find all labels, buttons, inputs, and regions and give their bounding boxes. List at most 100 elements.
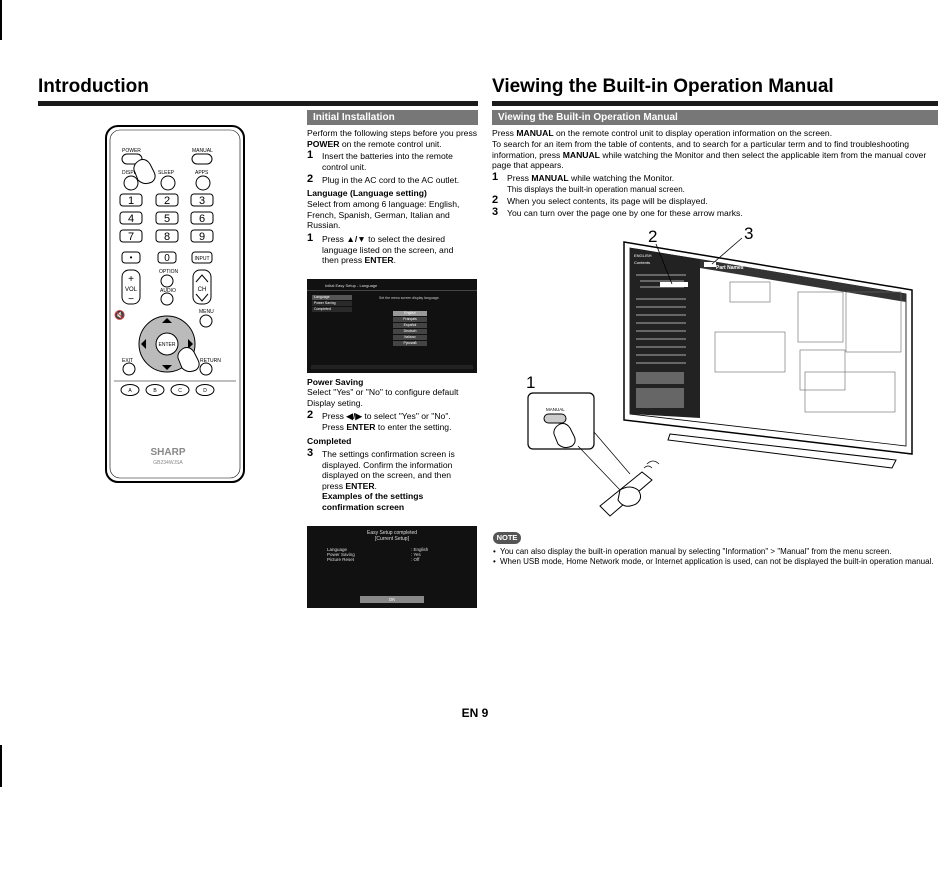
screen1-menu-item[interactable]: Language bbox=[312, 295, 352, 300]
menu-label: MENU bbox=[199, 309, 214, 315]
tv-header-band bbox=[700, 259, 906, 302]
tv-contents-label: Contents bbox=[634, 260, 650, 265]
callout-1: 1 bbox=[526, 373, 535, 392]
screen1-header: Initial Easy Setup - Language bbox=[325, 283, 378, 288]
callout-3: 3 bbox=[744, 224, 753, 243]
option-label: OPTION bbox=[159, 269, 179, 275]
zero-button-label: 0 bbox=[164, 253, 170, 264]
tv-prev-arrow-icon bbox=[704, 262, 710, 267]
ch-label: CH bbox=[198, 287, 207, 293]
screen1-language-option[interactable]: Русский bbox=[393, 341, 427, 346]
screen1-menu-item[interactable]: Completed bbox=[312, 307, 352, 312]
manual-paragraph-2: To search for an item from the table of … bbox=[492, 139, 927, 171]
digit-label-5: 5 bbox=[164, 213, 170, 225]
arrow-right-icon bbox=[188, 339, 193, 349]
language-text: Select from among 6 language: English, F… bbox=[307, 199, 460, 231]
digit-button-7[interactable] bbox=[119, 229, 143, 243]
examples-label: Examples of the settings confirmation sc… bbox=[322, 491, 424, 512]
digit-label-6: 6 bbox=[199, 213, 205, 225]
digit-label-8: 8 bbox=[164, 231, 170, 243]
power-saving-heading: Power Saving bbox=[307, 377, 364, 387]
digit-label-3: 3 bbox=[199, 195, 205, 207]
color-button-a[interactable] bbox=[120, 384, 140, 396]
audio-button[interactable] bbox=[160, 292, 174, 306]
digit-button-1[interactable] bbox=[119, 193, 143, 207]
return-button[interactable] bbox=[199, 362, 213, 376]
tv-manual-illustration: ENGLISH Contents Part Names 2 3 1 MANUAL bbox=[526, 224, 913, 517]
screen1-menu-item[interactable]: Power Saving bbox=[312, 301, 352, 306]
power-saving-text: Select "Yes" or "No" to configure defaul… bbox=[307, 387, 459, 408]
volume-rocker[interactable] bbox=[121, 269, 141, 305]
screen1-language-option[interactable]: Deutsch bbox=[393, 329, 427, 334]
section-title-introduction: Introduction bbox=[38, 76, 149, 97]
signal-waves-icon bbox=[643, 460, 660, 469]
tv-selected-item bbox=[660, 282, 688, 287]
crop-mark-bottom bbox=[0, 745, 2, 787]
inset-manual-label: MANUAL bbox=[546, 407, 565, 412]
color-button-c[interactable] bbox=[170, 384, 190, 396]
completed-heading: Completed bbox=[307, 436, 352, 446]
screen2-setting-label: Language bbox=[327, 547, 348, 552]
screen2-setting-row: Picture Reset: Off bbox=[327, 557, 462, 562]
screen2-setting-value: : Yes bbox=[411, 552, 421, 557]
digit-label-2: 2 bbox=[164, 195, 170, 207]
sleep-button[interactable] bbox=[160, 175, 176, 191]
screen1-language-option[interactable]: Italiano bbox=[393, 335, 427, 340]
screen2-title: Easy Setup completed bbox=[366, 530, 418, 536]
vol-label: VOL bbox=[125, 287, 138, 293]
inset-manual-button[interactable] bbox=[543, 413, 567, 424]
tv-stand bbox=[667, 433, 897, 469]
color-button-d[interactable] bbox=[195, 384, 215, 396]
digit-button-9[interactable] bbox=[190, 229, 214, 243]
screen2-setting-label: Power Saving bbox=[327, 552, 355, 557]
section-title-manual: Viewing the Built-in Operation Manual bbox=[492, 76, 834, 97]
screen1-language-option[interactable]: Español bbox=[393, 323, 427, 328]
manual-button[interactable] bbox=[191, 153, 213, 165]
enter-button[interactable] bbox=[155, 332, 179, 356]
audio-label: AUDIO bbox=[160, 288, 176, 294]
color-button-b[interactable] bbox=[145, 384, 165, 396]
sleep-label: SLEEP bbox=[158, 170, 175, 176]
digit-button-6[interactable] bbox=[190, 211, 214, 225]
channel-up-icon bbox=[195, 274, 209, 283]
color-button-label-c: C bbox=[178, 388, 182, 394]
color-button-label-a: A bbox=[128, 388, 132, 394]
screen2-ok-button[interactable]: OK bbox=[360, 596, 424, 603]
tv-language-label: ENGLISH bbox=[634, 253, 652, 258]
screen2-setting-value: : Off bbox=[411, 557, 420, 562]
band-viewing-manual: Viewing the Built-in Operation Manual bbox=[492, 110, 938, 125]
arrow-left-icon bbox=[141, 339, 146, 349]
menu-button[interactable] bbox=[199, 314, 213, 328]
digit-button-2[interactable] bbox=[155, 193, 179, 207]
digit-label-9: 9 bbox=[199, 231, 205, 243]
digit-button-5[interactable] bbox=[155, 211, 179, 225]
language-heading: Language (Language setting) bbox=[307, 188, 427, 198]
digit-button-8[interactable] bbox=[155, 229, 179, 243]
return-label: RETURN bbox=[200, 358, 221, 364]
screen1-language-option[interactable]: English bbox=[393, 311, 427, 316]
digit-button-4[interactable] bbox=[119, 211, 143, 225]
screen1-language-option[interactable]: Français bbox=[393, 317, 427, 322]
digit-label-4: 4 bbox=[128, 213, 134, 225]
page-number: EN 9 bbox=[461, 706, 489, 720]
screen2-subtitle: [Current Setup] bbox=[375, 536, 409, 542]
volume-down-icon: − bbox=[128, 294, 134, 305]
hand-pointer-icon-enter bbox=[177, 347, 200, 373]
display-button[interactable] bbox=[123, 175, 139, 191]
digit-button-3[interactable] bbox=[190, 193, 214, 207]
apps-label: APPS bbox=[195, 170, 209, 176]
zero-button[interactable] bbox=[157, 251, 177, 264]
brand-logo: SHARP bbox=[150, 447, 185, 458]
dot-button[interactable] bbox=[121, 251, 141, 264]
channel-down-icon bbox=[195, 293, 209, 302]
apps-button[interactable] bbox=[195, 175, 211, 191]
input-button[interactable] bbox=[191, 251, 213, 264]
exit-button[interactable] bbox=[122, 362, 136, 376]
display-label: DISPLAY bbox=[122, 170, 143, 176]
option-button[interactable] bbox=[160, 274, 174, 288]
screen2-setting-value: : English bbox=[411, 547, 429, 552]
